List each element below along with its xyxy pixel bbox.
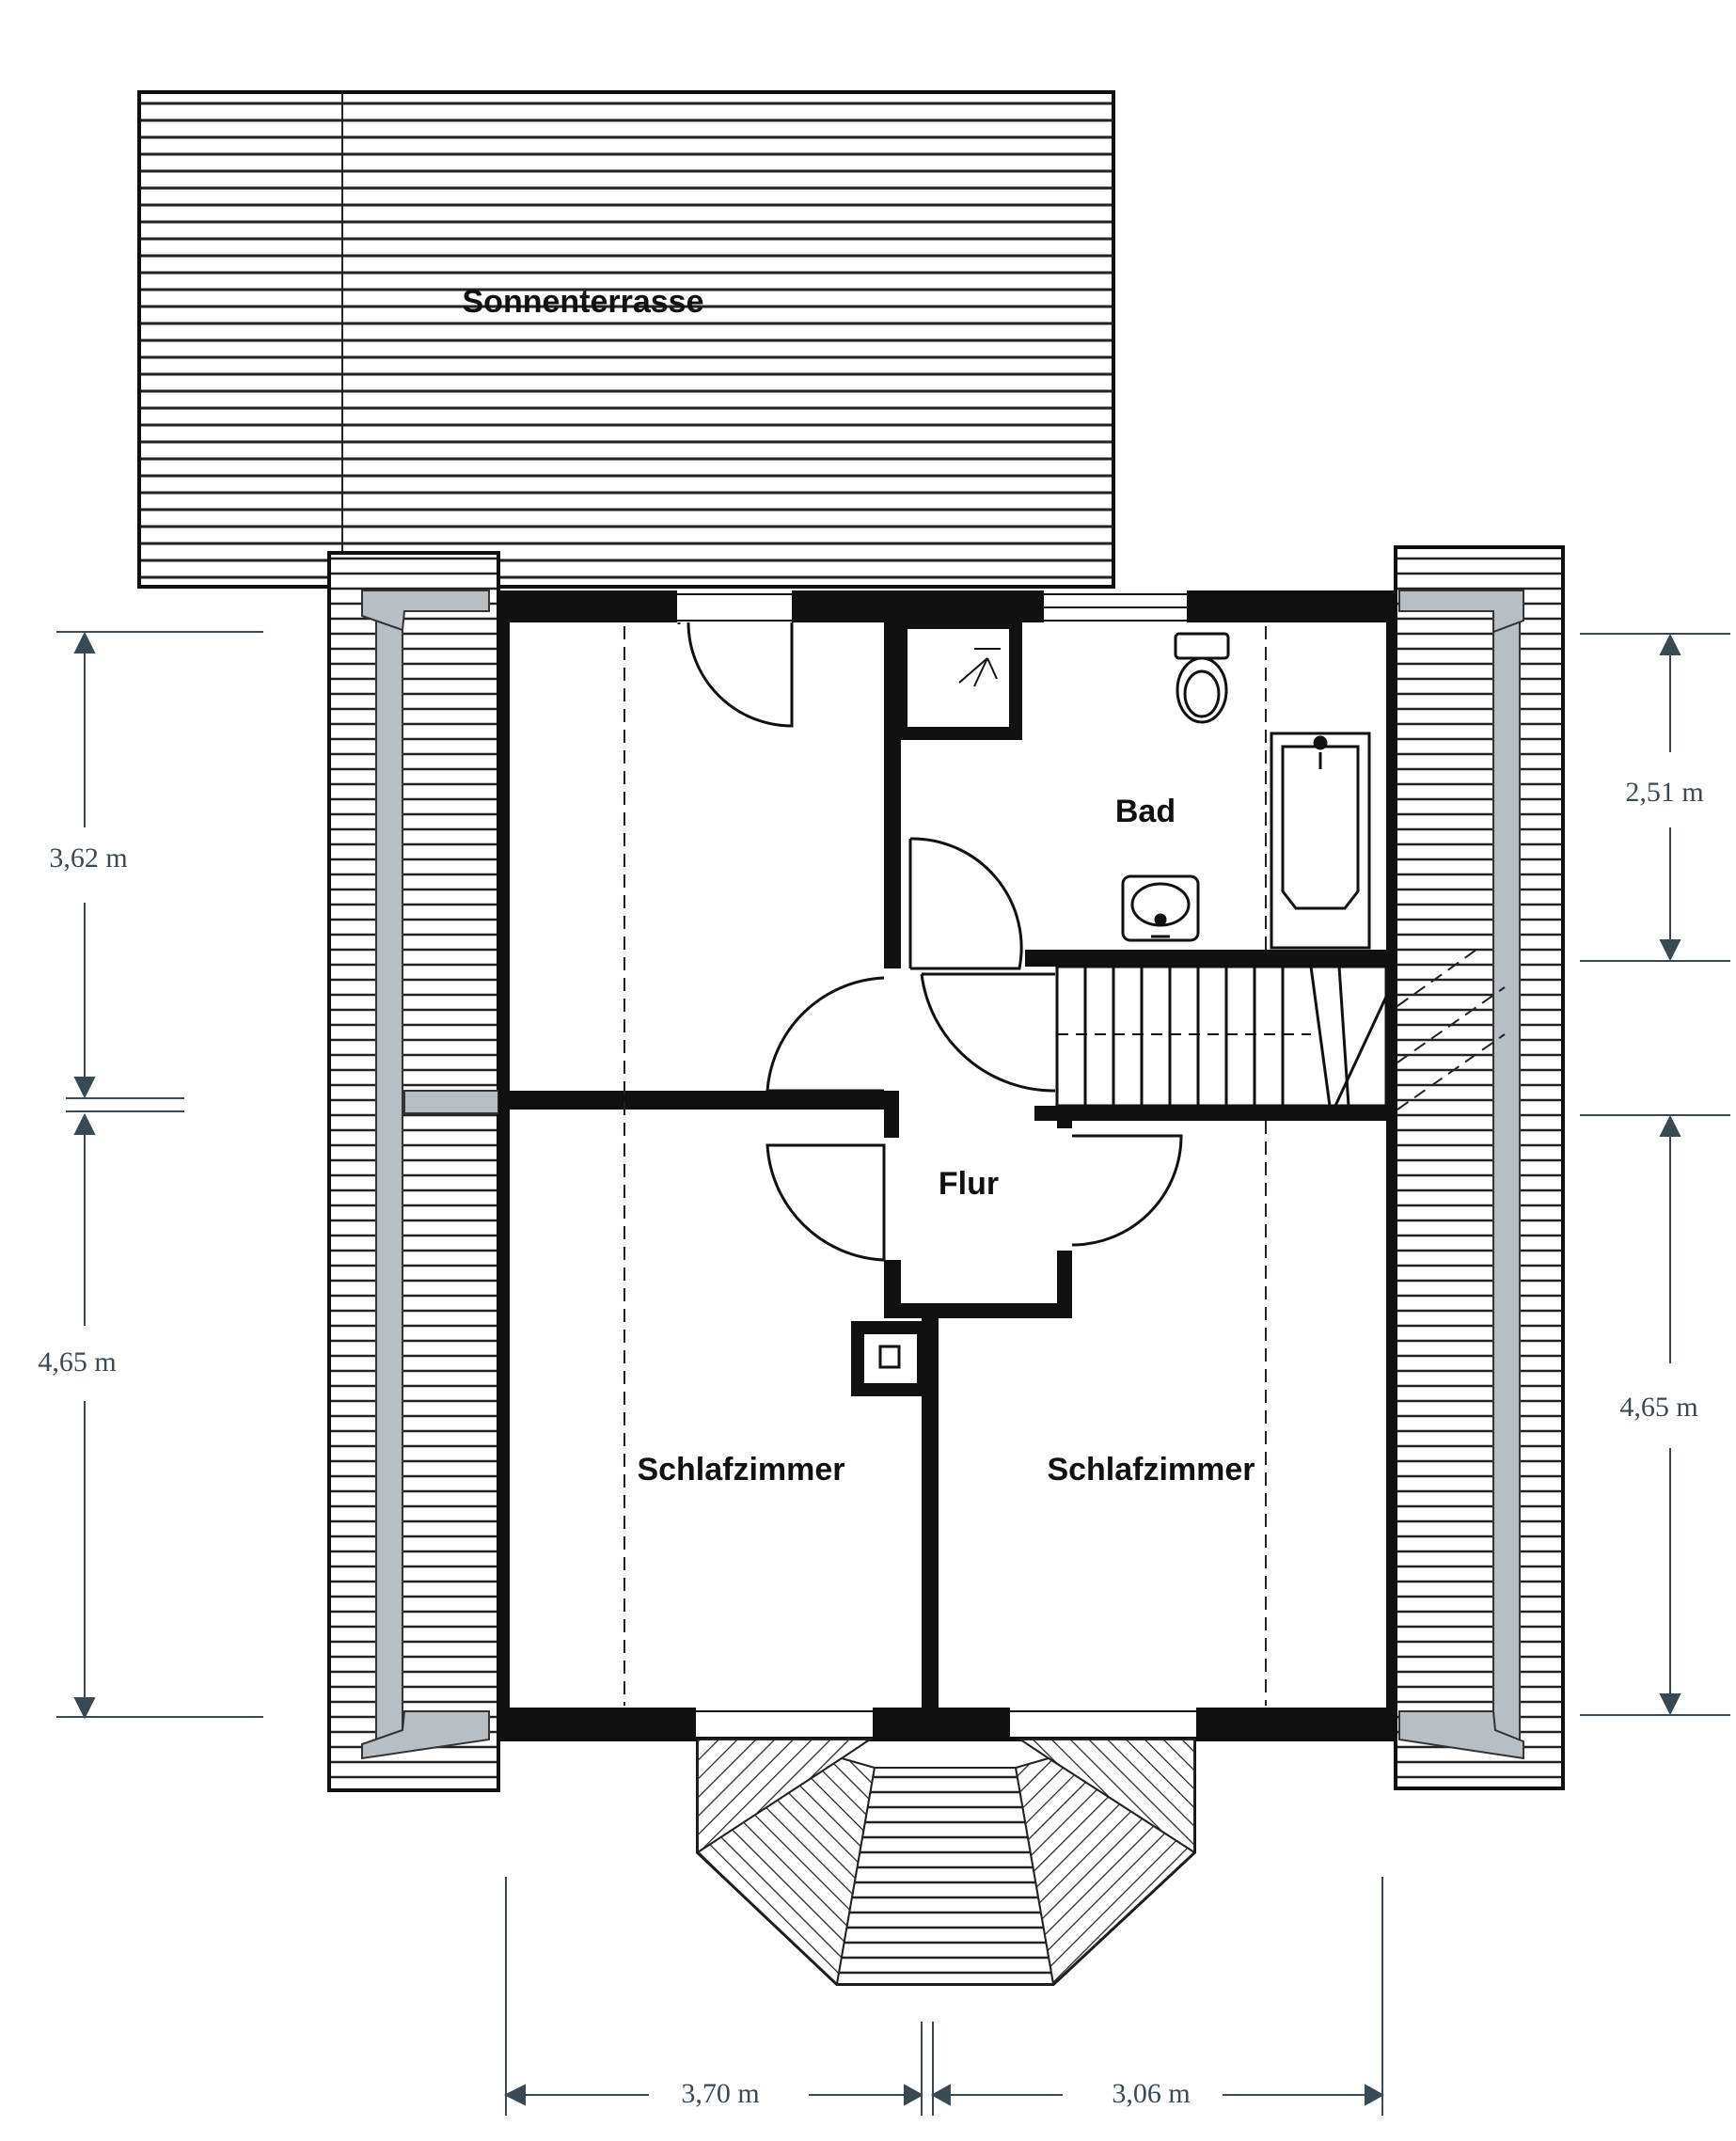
bottom-windows [696, 1710, 1196, 1739]
sonnenterrasse-deck [137, 90, 1115, 589]
house-interior [498, 592, 1397, 1740]
room-label-schlafzimmer-right: Schlafzimmer [1047, 1452, 1255, 1488]
dimension-lines [56, 631, 1730, 2116]
sink-icon [1121, 874, 1200, 942]
top-windows [677, 593, 1187, 622]
stair-roof-hatch [1397, 949, 1506, 1110]
dimension-bottom-right: 3,06 m [1112, 2078, 1190, 2109]
walls [498, 590, 1397, 1741]
dimension-right-lower: 4,65 m [1619, 1392, 1697, 1423]
room-label-flur: Flur [939, 1166, 999, 1202]
bathtub-icon [1270, 732, 1371, 950]
dimension-right-upper: 2,51 m [1625, 777, 1703, 808]
door-swings [677, 622, 1183, 1262]
dimension-bottom-left: 3,70 m [681, 2078, 759, 2109]
shower-icon [958, 648, 1001, 687]
room-label-schlafzimmer-left: Schlafzimmer [637, 1452, 844, 1488]
right-roof-strip [1394, 545, 1565, 1790]
staircase [1055, 965, 1388, 1108]
bay-window-roof [696, 1738, 1196, 1987]
dimension-left-lower: 4,65 m [38, 1346, 116, 1377]
knee-wall-lines [623, 626, 1267, 1706]
room-label-bad: Bad [1115, 794, 1176, 829]
dimension-left-upper: 3,62 m [49, 842, 127, 874]
chimney-icon [878, 1345, 901, 1369]
left-roof-strip [327, 551, 500, 1792]
toilet-icon [1174, 632, 1230, 724]
room-label-sonnenterrasse: Sonnenterrasse [463, 284, 704, 320]
